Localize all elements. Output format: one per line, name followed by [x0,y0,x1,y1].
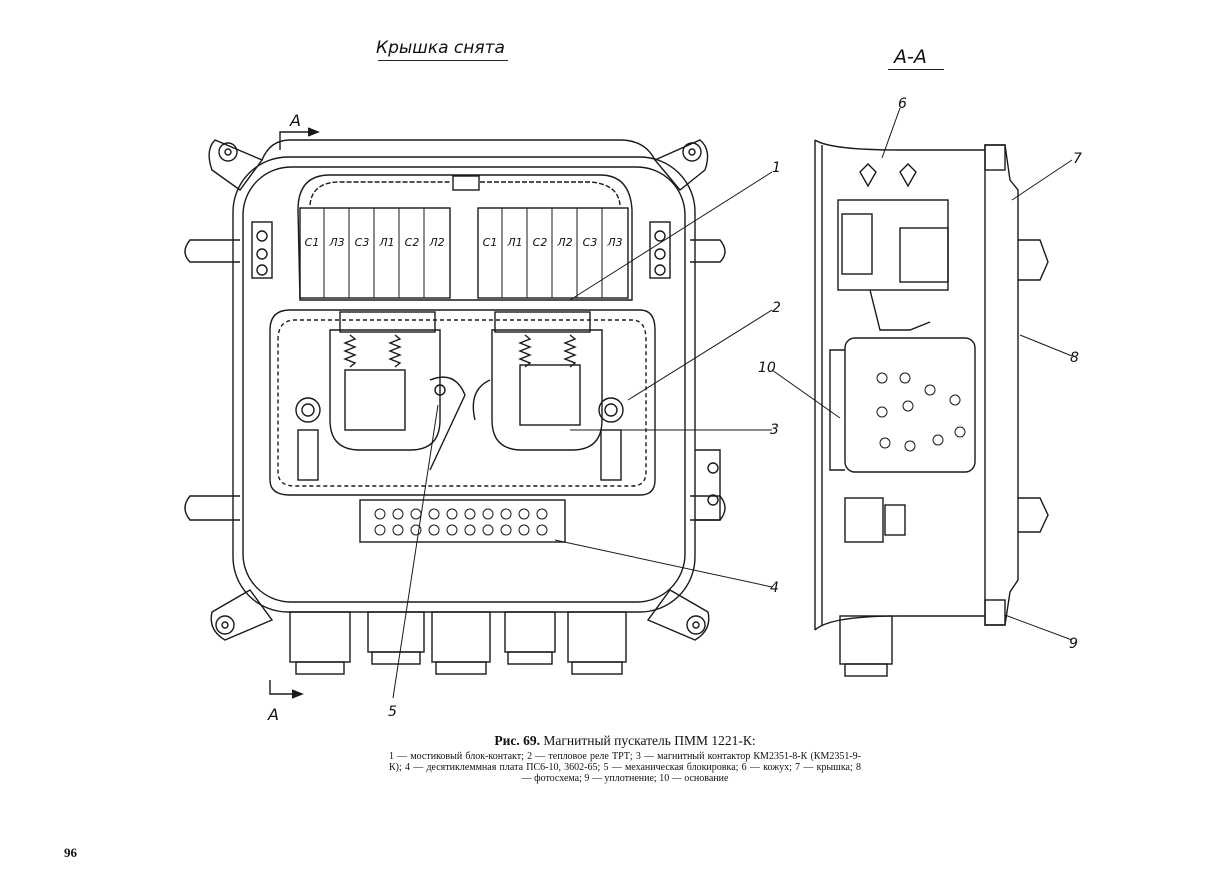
contact-label: С3 [583,236,598,249]
callout-1: 1 [772,160,781,176]
contact-label: Л3 [606,236,622,249]
contact-label: Л1 [506,236,522,249]
callout-leaders [392,107,1073,699]
contact-label: С1 [305,236,320,249]
contact-label: Л2 [556,236,572,249]
contact-label: С3 [355,236,370,249]
figure-number: Рис. 69. [494,733,540,748]
callout-4: 4 [770,580,779,596]
front-view-housing [184,127,726,699]
callout-8: 8 [1070,350,1079,366]
cover-removed-note: Крышка снята [376,38,505,58]
callout-7: 7 [1073,151,1082,167]
section-arrow-letter-bottom: А [267,705,279,724]
section-view-housing [814,139,1049,677]
callout-10: 10 [758,360,776,376]
cover-note-underline [378,60,508,61]
contact-label: С2 [533,236,548,249]
callout-5: 5 [388,704,397,720]
caption-legend: 1 — мостиковый блок-контакт; 2 — теплово… [389,751,861,784]
contact-label: С1 [483,236,498,249]
contact-label: Л3 [328,236,344,249]
callout-2: 2 [772,300,781,316]
callout-6: 6 [898,96,907,112]
section-label: А-А [894,46,927,68]
contact-label: Л2 [428,236,444,249]
caption-title: Рис. 69. Магнитный пускатель ПММ 1221-К: [389,733,861,749]
contact-label: Л1 [378,236,394,249]
section-arrow-letter-top: А [289,111,301,130]
section-label-underline [888,69,944,70]
callout-3: 3 [770,422,779,438]
contact-label: С2 [405,236,420,249]
figure-caption: Рис. 69. Магнитный пускатель ПММ 1221-К:… [389,733,861,784]
figure-title: Магнитный пускатель ПММ 1221-К: [543,733,756,748]
callout-9: 9 [1069,636,1078,652]
page-number: 96 [64,845,77,860]
